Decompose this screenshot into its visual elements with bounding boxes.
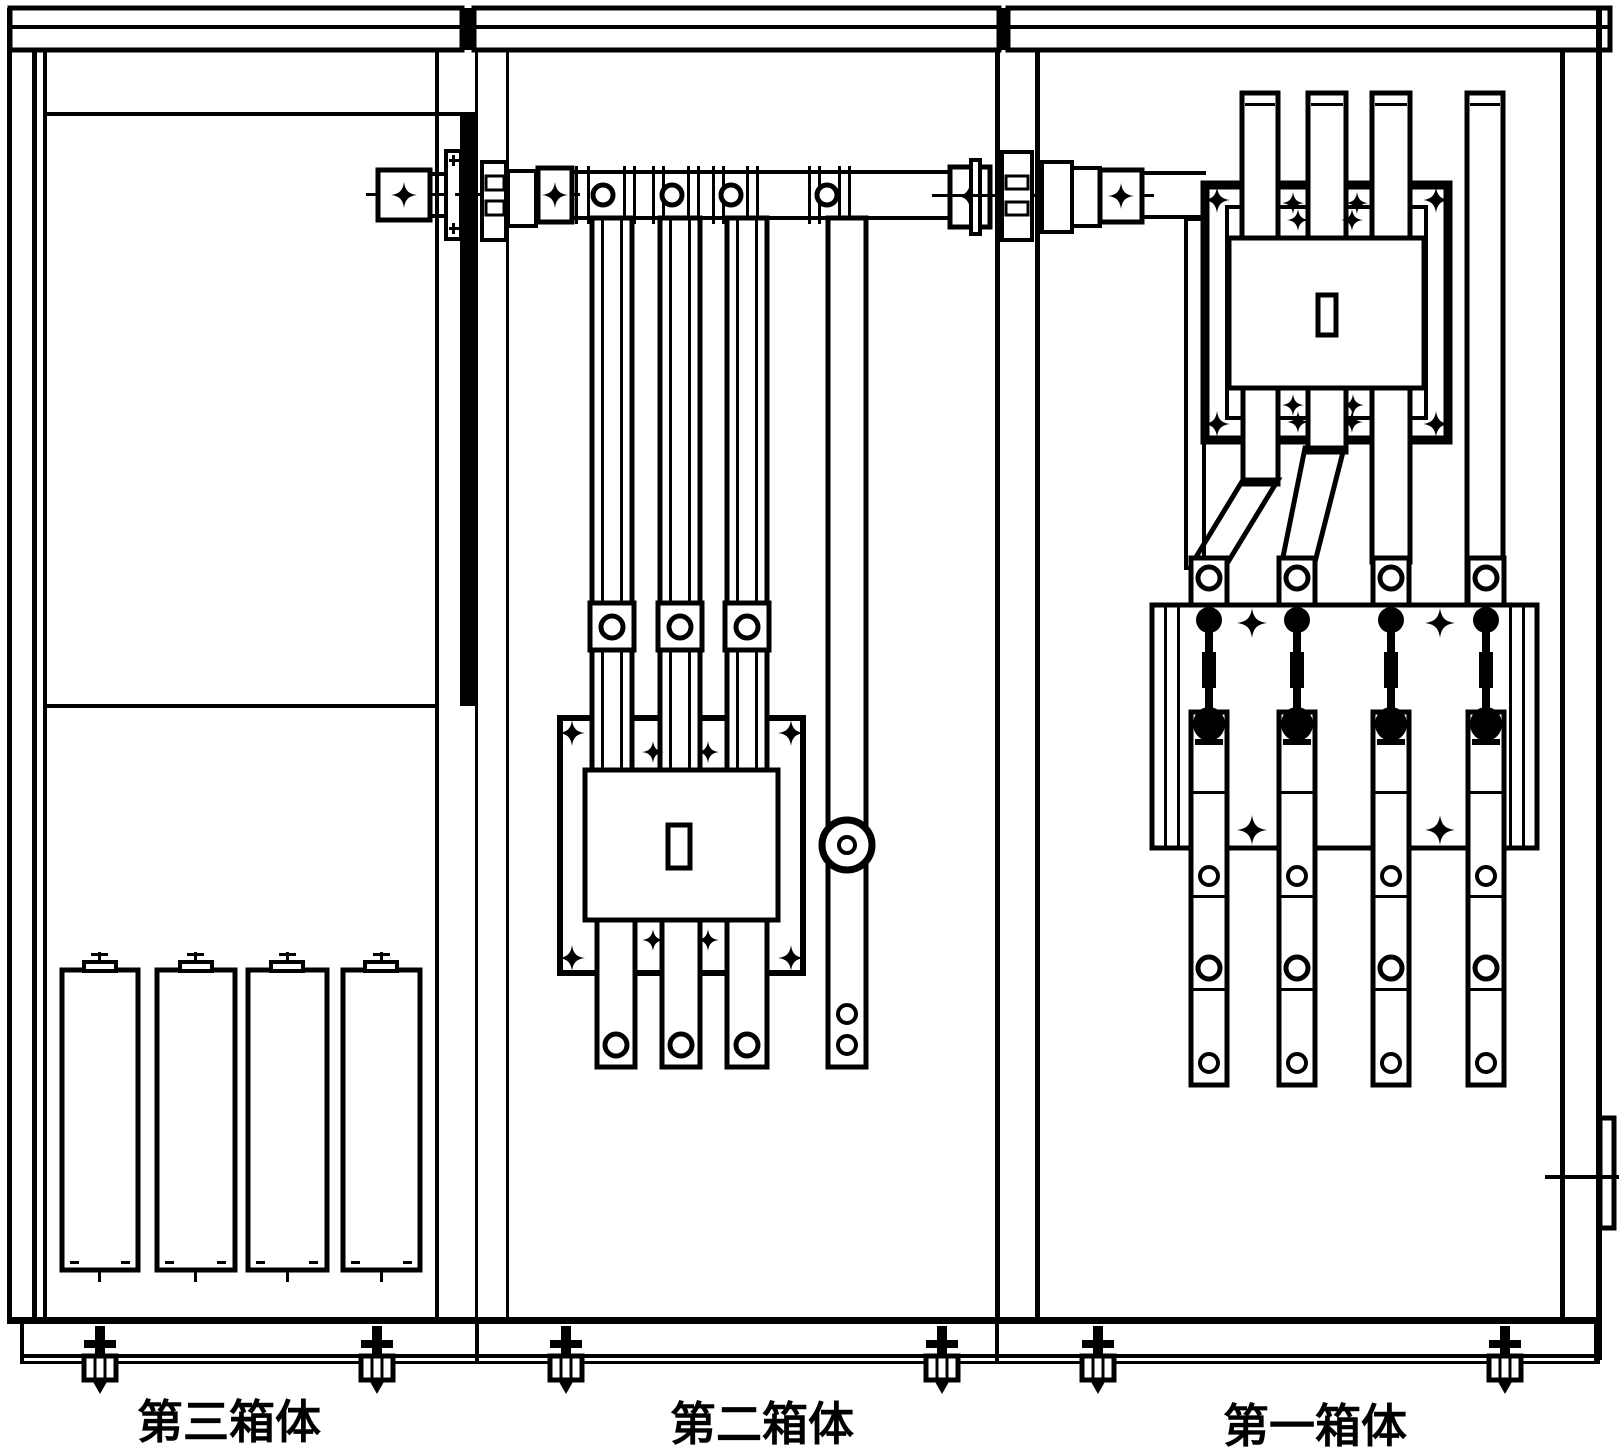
box2-circuit-breaker xyxy=(559,720,804,971)
cabinet-labels: 第三箱体 第二箱体 第一箱体 xyxy=(137,1396,1407,1451)
box3-panel-divider xyxy=(43,704,439,708)
blade-1 xyxy=(1193,607,1225,745)
label-box2: 第二箱体 xyxy=(670,1398,854,1450)
blade-2 xyxy=(1281,607,1313,745)
box3-capacitor-bank xyxy=(59,952,423,1282)
capacitor-3 xyxy=(245,967,330,1273)
label-box3: 第三箱体 xyxy=(137,1396,321,1448)
box2-main-busbar xyxy=(572,158,993,236)
right-wall xyxy=(1560,50,1565,1320)
box1-first-cabinet xyxy=(1149,90,1619,1231)
anchor-bolts xyxy=(84,1326,1521,1394)
breaker-handle xyxy=(665,822,693,871)
box1-top-bars xyxy=(1239,90,1506,610)
label-box1: 第一箱体 xyxy=(1223,1400,1407,1451)
busbar-hole xyxy=(814,182,840,208)
box1-side-bar xyxy=(1464,90,1506,610)
box1-circuit-breaker xyxy=(1204,187,1449,437)
bushing-2-1 xyxy=(932,150,1206,242)
box2-lower-bars xyxy=(594,917,770,1070)
box2-left-bushing xyxy=(455,160,580,242)
blade-4 xyxy=(1470,607,1502,745)
divider-wall-3-2 xyxy=(435,50,509,1320)
box1-door-latch xyxy=(1545,1115,1619,1231)
box3-inner-wall xyxy=(43,50,47,1317)
box2-side-bar xyxy=(818,215,876,1070)
capacitor-2 xyxy=(154,967,238,1273)
blade-3 xyxy=(1375,607,1407,745)
busbar-hole xyxy=(718,182,744,208)
diagonal-link-2 xyxy=(1278,445,1348,565)
box1-lower-bars xyxy=(1188,709,1507,1088)
base-plinth xyxy=(7,1317,1602,1364)
busbar-hole xyxy=(590,182,616,208)
capacitor-4 xyxy=(340,967,423,1273)
box1-switch-top-connectors xyxy=(1188,555,1507,609)
left-wall xyxy=(7,8,12,1322)
box2-second-cabinet xyxy=(455,158,993,1070)
box1-breaker-to-switch-links xyxy=(1188,385,1413,565)
box3-third-cabinet xyxy=(43,50,578,1317)
divider-wall-2-1 xyxy=(995,50,1040,1320)
box1-knife-switch-blades xyxy=(1193,607,1502,845)
box2-drop-bars xyxy=(587,215,772,775)
cabinet-frame xyxy=(7,5,1613,1394)
busbar-hole xyxy=(659,182,685,208)
breaker-handle xyxy=(1315,292,1339,338)
capacitor-1 xyxy=(59,967,141,1273)
